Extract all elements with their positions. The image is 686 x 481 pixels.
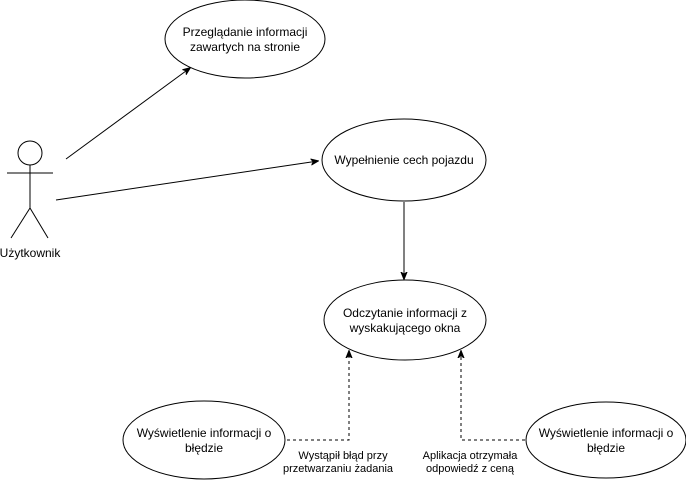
dependency-error-right-to-read[interactable] [461, 351, 525, 441]
actor-left-leg [10, 207, 31, 239]
use-case-error-right-ellipse [525, 401, 686, 479]
association-user-fill-features[interactable] [55, 161, 318, 201]
use-case-read-popup[interactable]: Odczytanie informacji z wyskakującego ok… [323, 279, 487, 361]
edge-label-price-response: Aplikacja otrzymała odpowiedź z ceną [423, 450, 519, 475]
use-case-error-left-ellipse [122, 400, 286, 480]
use-case-browse-ellipse [164, 0, 326, 79]
use-case-fill-features[interactable]: Wypełnienie cech pojazdu [321, 118, 487, 202]
edge-label-price-response-line2: odpowiedź z ceną [426, 463, 515, 475]
use-case-read-popup-label-line1: Odczytanie informacji z [343, 306, 467, 320]
use-case-browse[interactable]: Przeglądanie informacji zawartych na str… [164, 0, 326, 79]
use-case-read-popup-label-line2: wyskakującego okna [349, 321, 461, 335]
edge-label-error-processing-line2: przetwarzaniu żadania [283, 463, 394, 475]
actor-right-leg [29, 207, 49, 239]
association-user-browse[interactable] [65, 68, 190, 160]
edge-label-price-response-line1: Aplikacja otrzymała [423, 450, 519, 462]
dependency-error-left-to-read[interactable] [287, 351, 349, 441]
use-case-read-popup-ellipse [323, 279, 487, 361]
use-case-error-left[interactable]: Wyświetlenie informacji o błędzie [122, 400, 286, 480]
use-case-fill-features-label: Wypełnienie cech pojazdu [334, 153, 473, 167]
edge-label-error-processing: Wystąpił błąd przy przetwarzaniu żadania [283, 450, 394, 475]
use-case-error-right[interactable]: Wyświetlenie informacji o błędzie [525, 401, 686, 479]
use-case-error-right-label-line2: błędzie [587, 441, 625, 455]
actor-head [17, 140, 43, 166]
use-case-browse-label-line2: zawartych na stronie [190, 40, 300, 54]
use-case-error-right-label-line1: Wyświetlenie informacji o [539, 426, 674, 440]
actor-label: Użytkownik [0, 246, 61, 260]
actor-user[interactable]: Użytkownik [0, 140, 61, 260]
use-case-browse-label-line1: Przeglądanie informacji [183, 25, 308, 39]
use-case-error-left-label-line2: błędzie [185, 441, 223, 455]
edge-label-error-processing-line1: Wystąpił błąd przy [298, 450, 388, 462]
use-case-fill-features-ellipse [321, 118, 487, 202]
use-case-error-left-label-line1: Wyświetlenie informacji o [137, 426, 272, 440]
